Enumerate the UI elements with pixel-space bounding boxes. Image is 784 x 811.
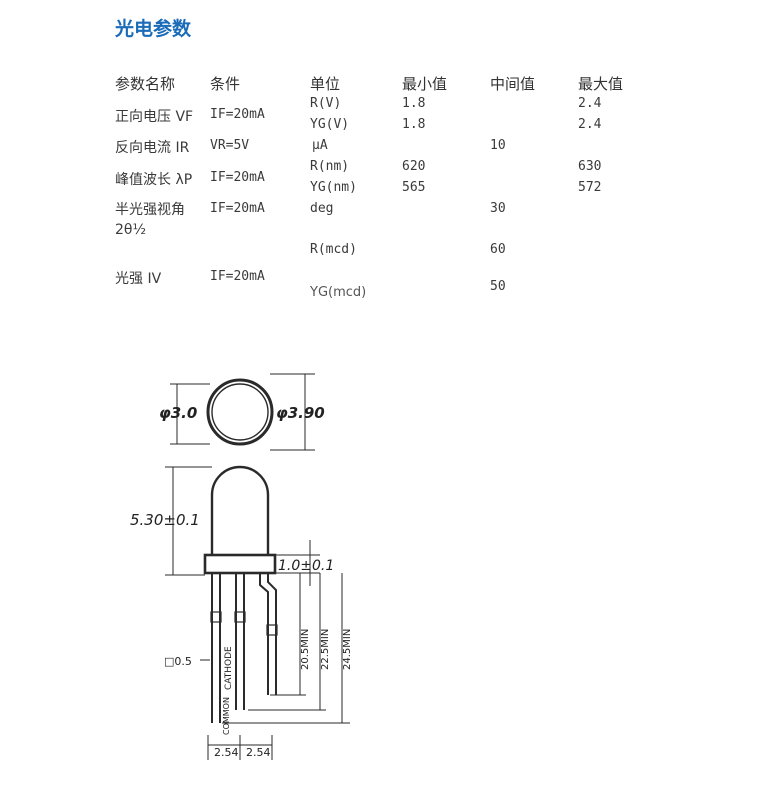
row-typ: 10 [490, 138, 506, 153]
row-condition: IF=20mA [210, 107, 265, 122]
row-condition: IF=20mA [210, 269, 265, 284]
header-max: 最大值 [578, 75, 624, 93]
row-min: 1.8 [402, 117, 426, 132]
row-max: 572 [578, 180, 602, 195]
row-min: 1.8 [402, 96, 426, 111]
label-cathode: CATHODE [224, 646, 234, 690]
row-condition: IF=20mA [210, 170, 265, 185]
row-min: 620 [402, 159, 426, 174]
row-unit: YG(mcd) [310, 285, 367, 300]
row-param: 反向电流 IR [115, 140, 190, 156]
dim-diameter-outer: φ3.90 [276, 404, 325, 422]
row-unit: R(V) [310, 96, 342, 111]
header-typ: 中间值 [490, 75, 536, 93]
row-param: 正向电压 VF [115, 109, 194, 125]
dim-pitch-left: 2.54 [214, 746, 239, 759]
row-param: 半光强视角 2θ½ [115, 202, 185, 238]
dim-lead-1: 20.5MIN [300, 629, 311, 670]
led-dimension-drawing: φ3.0 φ3.90 5.30±0.1 1.0±0.1 □0.5 CATHODE… [130, 373, 353, 760]
row-unit: deg [310, 201, 334, 216]
dim-lead-3: 24.5MIN [342, 629, 353, 670]
section-title: 光电参数 [115, 18, 192, 40]
dim-body-height: 5.30±0.1 [130, 511, 200, 529]
row-unit: YG(V) [310, 117, 350, 132]
row-param: 峰值波长 λP [115, 172, 193, 188]
header-min: 最小值 [402, 75, 448, 93]
label-square: □0.5 [164, 655, 192, 668]
row-typ: 30 [490, 201, 506, 216]
dim-lead-2: 22.5MIN [320, 629, 331, 670]
row-unit: μA [312, 138, 328, 153]
header-condition: 条件 [210, 75, 241, 93]
row-unit: YG(nm) [310, 180, 357, 195]
row-unit: R(nm) [310, 159, 350, 174]
row-param: 光强 IV [115, 271, 162, 287]
dim-flange: 1.0±0.1 [278, 558, 334, 574]
header-param: 参数名称 [115, 75, 176, 93]
dim-diameter-inner: φ3.0 [159, 404, 197, 422]
dim-pitch-right: 2.54 [246, 746, 271, 759]
row-condition: VR=5V [210, 138, 250, 153]
row-unit: R(mcd) [310, 242, 357, 257]
label-common: COMMON [222, 697, 231, 735]
header-unit: 单位 [310, 75, 341, 93]
row-condition: IF=20mA [210, 201, 265, 216]
row-max: 630 [578, 159, 602, 174]
row-max: 2.4 [578, 117, 602, 132]
row-max: 2.4 [578, 96, 602, 111]
row-typ: 60 [490, 242, 506, 257]
row-min: 565 [402, 180, 426, 195]
row-typ: 50 [490, 279, 506, 294]
spec-table: 参数名称 条件 单位 最小值 中间值 最大值 正向电压 VF IF=20mA R… [0, 0, 784, 320]
